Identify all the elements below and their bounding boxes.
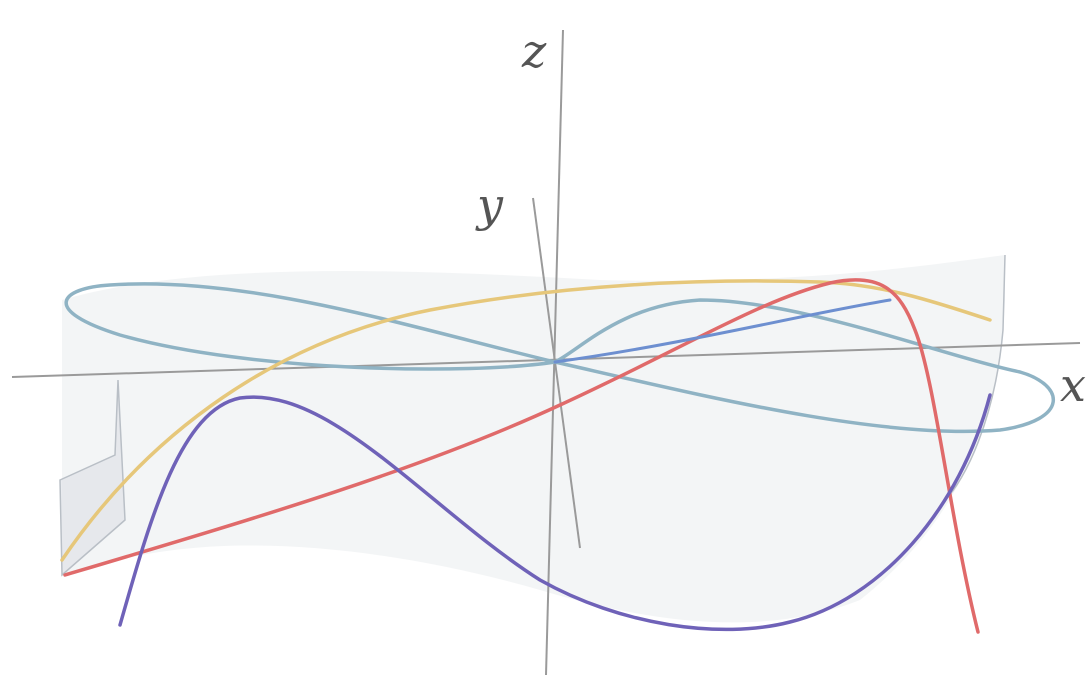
yellow-curve <box>60 279 992 562</box>
purple-curve <box>118 393 992 632</box>
blue-curve-segment <box>553 298 892 364</box>
surface-ribbon-back <box>62 255 1005 623</box>
y-axis-label: y <box>477 178 503 232</box>
loop-curve <box>64 282 1056 434</box>
x-axis-label: x <box>1060 358 1086 412</box>
red-curve <box>63 278 980 634</box>
z-axis-label: z <box>522 24 547 78</box>
y-axis <box>532 197 581 549</box>
